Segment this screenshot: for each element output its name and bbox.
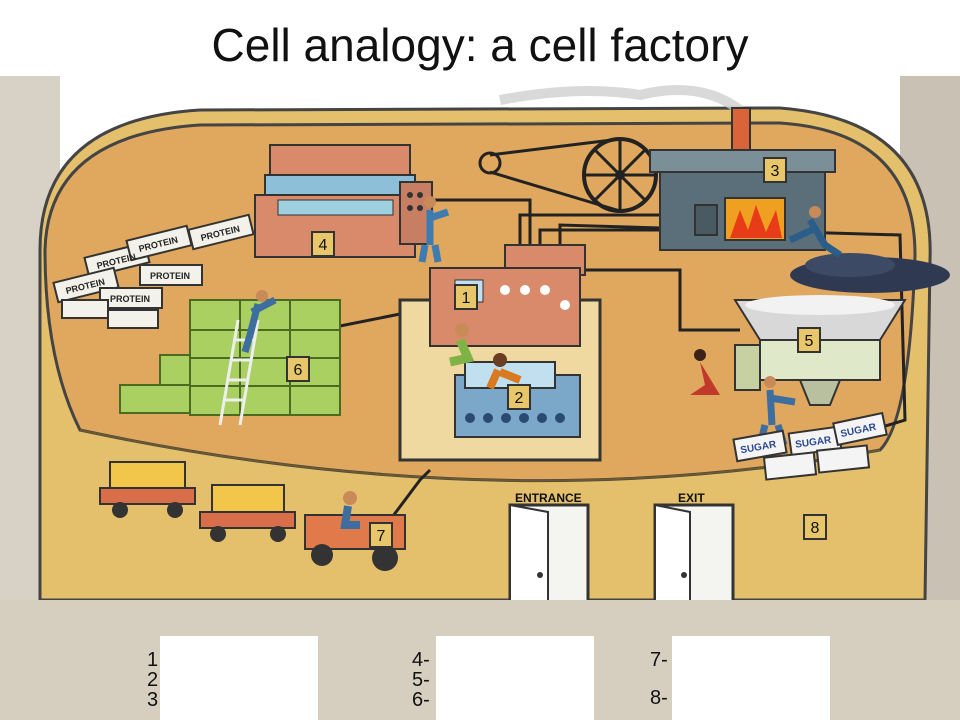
furnace-building [649, 107, 950, 293]
key-blank-3 [672, 636, 830, 720]
protein-crates [52, 213, 255, 329]
entrance-sign: ENTRANCE [515, 491, 582, 505]
exit-sign: EXIT [678, 491, 705, 505]
machine-operator [418, 196, 450, 263]
marker-number: 3 [771, 163, 780, 180]
sugar-sacks [732, 411, 888, 481]
protein-machine [254, 144, 433, 258]
key-number: 6- [412, 689, 430, 711]
key-blank-2 [436, 636, 594, 720]
marker-number: 4 [319, 237, 328, 254]
marker-number: 2 [515, 390, 524, 407]
drive-wheel [478, 137, 658, 213]
key-blank-1 [160, 636, 318, 720]
marker-number: 8 [811, 520, 820, 537]
tractor-train [99, 461, 406, 571]
crate-label: PROTEIN [110, 294, 150, 304]
key-number: 7- [650, 649, 668, 671]
key-number: 2 [147, 669, 159, 691]
number-markers [286, 157, 827, 548]
marker-number: 5 [805, 333, 814, 350]
furnace-worker [788, 206, 842, 258]
key-number: 8- [650, 687, 668, 709]
woman-figure [690, 349, 720, 395]
cell-factory-illustration: PROTEIN PROTEIN PROTEIN PROTEIN PROTEIN … [0, 76, 960, 720]
marker-number: 6 [294, 362, 303, 379]
key-number: 1 [147, 649, 159, 671]
key-number: 4- [412, 649, 430, 671]
slide-title: Cell analogy: a cell factory [211, 19, 749, 71]
key-number: 5- [412, 669, 430, 691]
marker-number: 7 [377, 528, 386, 545]
key-number: 3 [147, 689, 159, 711]
crate-label: PROTEIN [150, 271, 190, 281]
ladder-worker [241, 290, 277, 353]
smoke [499, 85, 743, 115]
storage-stacks [119, 299, 341, 416]
marker-number: 1 [462, 290, 471, 307]
sack-label: SUGAR [795, 435, 833, 451]
control-room [398, 244, 602, 462]
control-room-workers [449, 323, 522, 390]
